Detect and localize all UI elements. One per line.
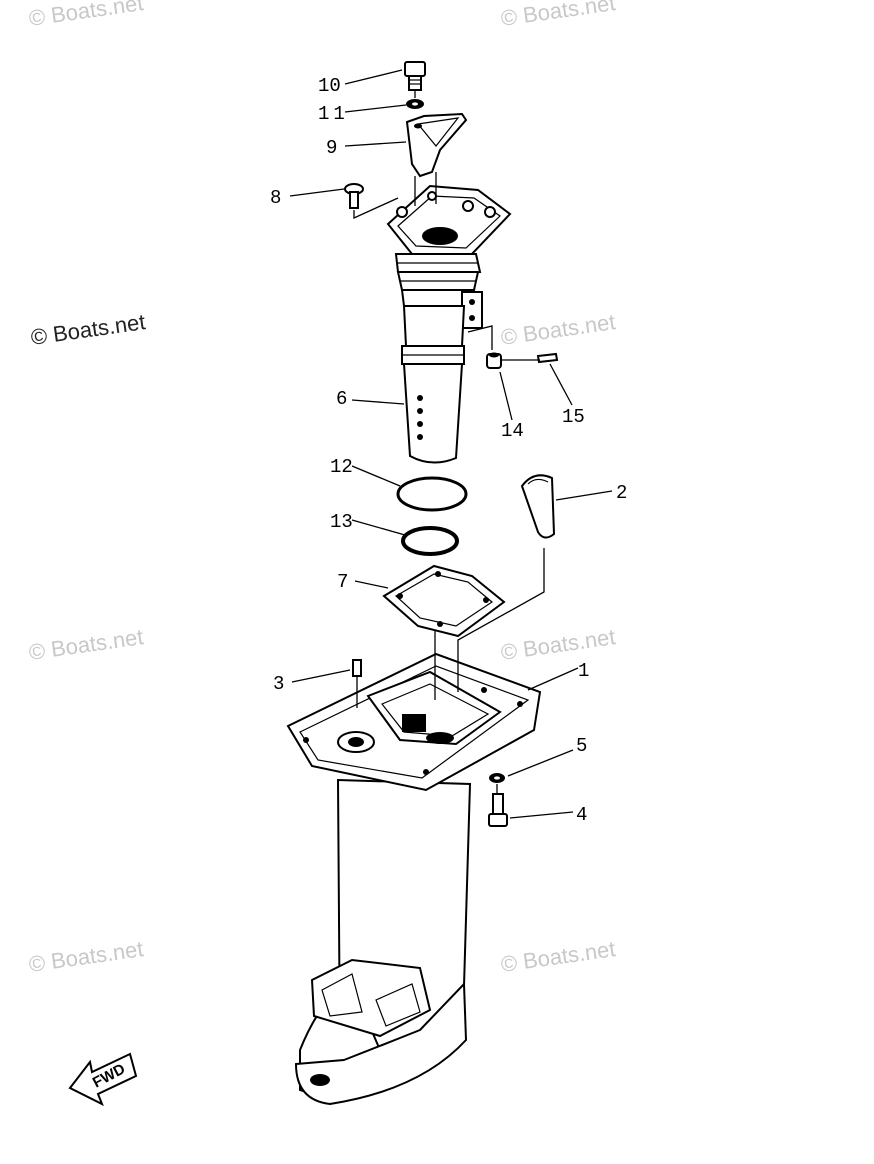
watermark: © Boats.net [27,624,145,665]
callout-label: 6 [336,388,347,410]
callout-label: 5 [576,735,587,757]
callout-labels: 10 11 9 8 6 12 13 7 3 2 1 5 4 14 15 [270,75,627,826]
part-2-cover [520,474,556,539]
watermark: © Boats.net [499,309,617,350]
callout-label: 2 [616,482,627,504]
callout-label: 12 [330,456,353,478]
callout-label: 4 [576,804,587,826]
forward-direction-arrow: FWD [68,1052,138,1107]
watermark: © Boats.net [499,936,617,977]
leader-lines [289,69,613,819]
part-10-bolt [404,61,426,91]
part-15-screw [536,352,559,364]
part-4-bolt [488,793,508,827]
watermark: © Boats.net [27,0,145,31]
callout-label: 3 [273,673,284,695]
watermark: © Boats.net [499,0,617,31]
part-5-washer [489,773,505,783]
callout-label: 15 [562,406,585,428]
callout-label: 9 [326,137,337,159]
callout-label: 13 [330,511,353,533]
part-8-bolt [344,183,364,209]
part-3-dowel-pin [352,659,362,677]
watermark: © Boats.net [27,936,145,977]
callout-label: 11 [318,103,349,125]
callout-label: 8 [270,187,281,209]
part-14-nut [486,352,502,369]
part-1-upper-casing [286,652,542,1106]
part-9-bracket [405,112,468,178]
part-11-washer [406,99,424,109]
watermark: © Boats.net [499,624,617,665]
callout-label: 1 [578,660,589,682]
callout-label: 14 [501,420,524,442]
part-6-exhaust-guide [386,184,512,464]
part-13-o-ring [401,526,459,556]
part-12-o-ring [396,476,468,512]
callout-label: 10 [318,75,341,97]
part-7-gasket [382,564,506,638]
watermark: © Boats.net [29,309,147,350]
callout-label: 7 [337,571,348,593]
